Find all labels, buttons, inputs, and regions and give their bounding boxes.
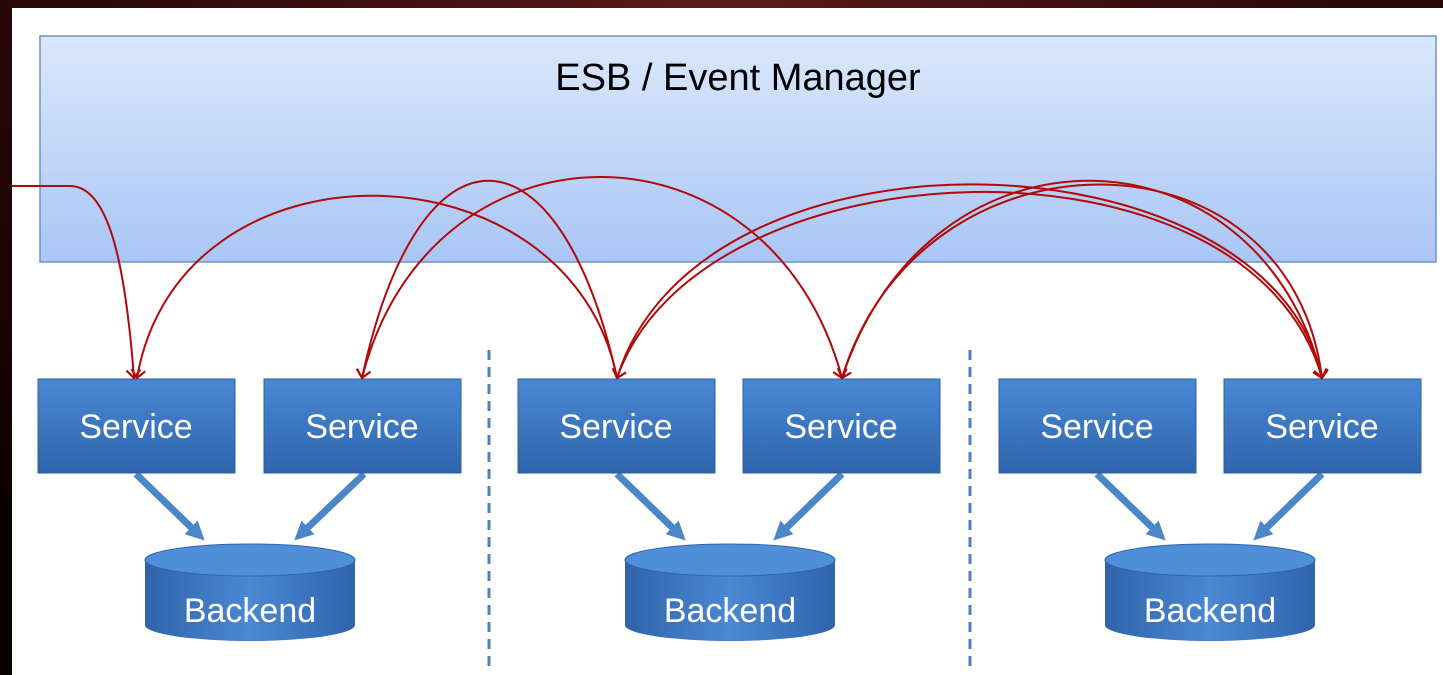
service-label: Service [559,408,672,446]
backend-label: Backend [1144,592,1276,630]
event-flows [12,176,1329,380]
service-label: Service [1040,408,1153,446]
esb-title: ESB / Event Manager [555,57,921,99]
service-node [263,378,462,474]
service-node [1223,378,1422,474]
service-group-1: Service Service Backend [37,378,462,641]
connector-arrow [1094,471,1166,541]
service-node [517,378,716,474]
connector-arrow [773,471,845,541]
backend-label: Backend [184,592,316,630]
service-node [742,378,941,474]
connector-arrow [1253,471,1325,541]
backend-cylinder: Backend [1104,543,1316,641]
service-group-2: Service Service Backend [517,378,941,641]
backend-label: Backend [664,592,796,630]
service-label: Service [1265,408,1378,446]
event-arrow [361,176,848,380]
event-arrow [841,183,1329,380]
connector-arrow [294,471,367,541]
service-label: Service [79,408,192,446]
connector-arrow [614,471,686,541]
event-arrow [130,194,618,380]
event-arrow [355,179,618,380]
service-label: Service [784,408,897,446]
service-node [998,378,1197,474]
service-label: Service [305,408,418,446]
event-arrow [611,183,1323,380]
connector-arrow [133,471,205,541]
event-arrow [12,185,142,380]
service-backend-connectors [133,471,1325,541]
service-node [37,378,236,474]
esb-box [39,35,1437,263]
backend-cylinder: Backend [144,543,356,641]
event-arrow [616,190,1328,380]
service-group-3: Service Service Backend [998,378,1422,641]
backend-cylinder: Backend [624,543,836,641]
esb-bar: ESB / Event Manager [39,35,1437,263]
